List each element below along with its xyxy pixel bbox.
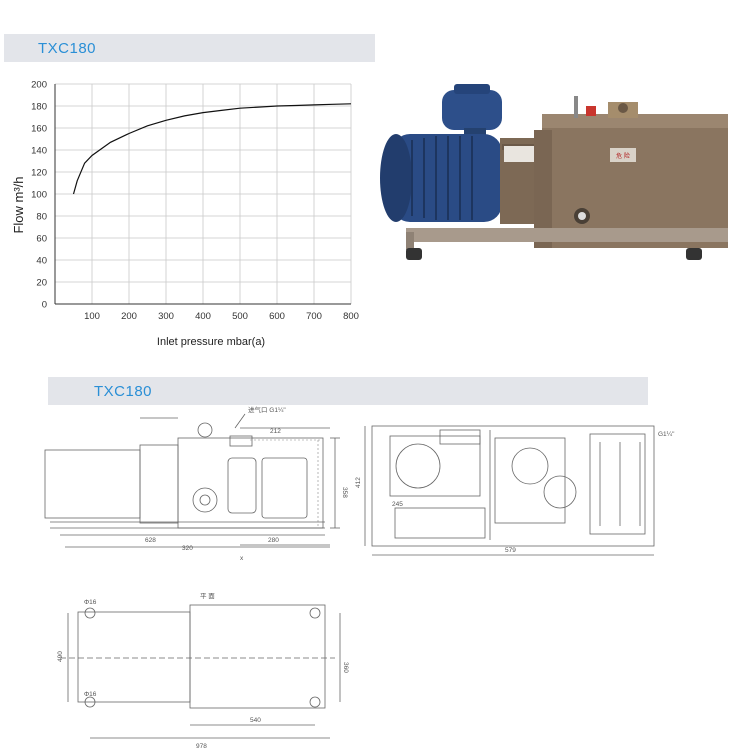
y-tick-label: 180 [31, 102, 47, 113]
dim-hole-b: Φ16 [84, 691, 97, 698]
chart-tick-labels: 0 20 40 60 80 100 120 140 160 180 200 100 200 300 400 5… [31, 80, 359, 323]
dim-inlet: 进气口 G1¼" [248, 405, 286, 414]
x-axis-label: Inlet pressure mbar(a) [157, 336, 265, 348]
flow-series-line [72, 103, 352, 195]
y-tick-label: 120 [31, 168, 47, 179]
y-axis-label: Flow m³/h [11, 176, 26, 233]
dim-hole: Φ16 [84, 599, 97, 606]
dimension-drawings: 进气口 G1¼" 212 358 628 320 280 x 412 245 5… [44, 405, 675, 750]
nameplate [610, 148, 636, 162]
x-tick-label: 100 [84, 311, 100, 322]
dim-inner-w: 540 [250, 717, 261, 724]
x-tick-label: 300 [158, 311, 174, 322]
section-header-performance: TXC180 [4, 34, 375, 62]
x-tick-label: 200 [121, 311, 137, 322]
section-title: TXC180 [94, 382, 153, 400]
section-header-drawings: TXC180 [48, 377, 648, 405]
footprint-view-label: 平 面 [200, 592, 215, 600]
dim-top-length: 212 [270, 428, 281, 435]
pump-body [542, 114, 728, 248]
dim-end-width: 579 [505, 547, 516, 554]
section-title: TXC180 [38, 39, 97, 57]
end-view-drawing [364, 425, 655, 556]
x-tick-label: 800 [343, 311, 359, 322]
x-tick-label: 700 [306, 311, 322, 322]
base-rail [406, 228, 728, 242]
chart-grid [54, 83, 352, 305]
y-tick-label: 80 [36, 212, 47, 223]
chart-axes [54, 84, 351, 305]
y-tick-label: 0 [42, 300, 47, 311]
dim-height: 358 [341, 487, 348, 498]
y-tick-label: 20 [36, 278, 47, 289]
dim-total-h: 490 [57, 651, 64, 662]
y-tick-label: 200 [31, 80, 47, 91]
dim-total-w: 978 [196, 743, 207, 750]
y-tick-label: 60 [36, 234, 47, 245]
dim-base-a: 628 [145, 537, 156, 544]
side-view-hatching [250, 439, 320, 526]
side-view-drawing [44, 413, 340, 548]
x-tick-label: 500 [232, 311, 248, 322]
x-tick-label: 400 [195, 311, 211, 322]
foot [686, 248, 702, 260]
pump-product-photo: 危 险 [380, 84, 728, 260]
y-tick-label: 160 [31, 124, 47, 135]
footprint-dimension-text: 平 面 Φ16 Φ16 490 360 540 978 [57, 592, 349, 750]
dim-end-height: 412 [355, 477, 362, 488]
x-tick-label: 600 [269, 311, 285, 322]
footprint-drawing [60, 604, 341, 739]
dim-base-c: 280 [268, 537, 279, 544]
junction-box [442, 90, 502, 130]
dim-base-b: 320 [182, 545, 193, 552]
warning-label [504, 146, 538, 162]
y-tick-label: 100 [31, 190, 47, 201]
chart-series [72, 103, 352, 195]
nameplate-text: 危 险 [616, 152, 630, 160]
y-tick-label: 40 [36, 256, 47, 267]
dim-end-port: G1¼" [658, 431, 675, 438]
side-view-dimension-text: 进气口 G1¼" 212 358 628 320 280 x [145, 405, 348, 562]
end-view-dimension-text: 412 245 579 G1¼" [355, 431, 675, 554]
dim-end-inner: 245 [392, 501, 403, 508]
y-tick-label: 140 [31, 146, 47, 157]
foot [406, 248, 422, 260]
dim-inner-h: 360 [342, 662, 349, 673]
flow-curve-chart: 0 20 40 60 80 100 120 140 160 180 200 100 200 300 400 5… [11, 80, 359, 349]
dim-mark: x [240, 555, 244, 562]
